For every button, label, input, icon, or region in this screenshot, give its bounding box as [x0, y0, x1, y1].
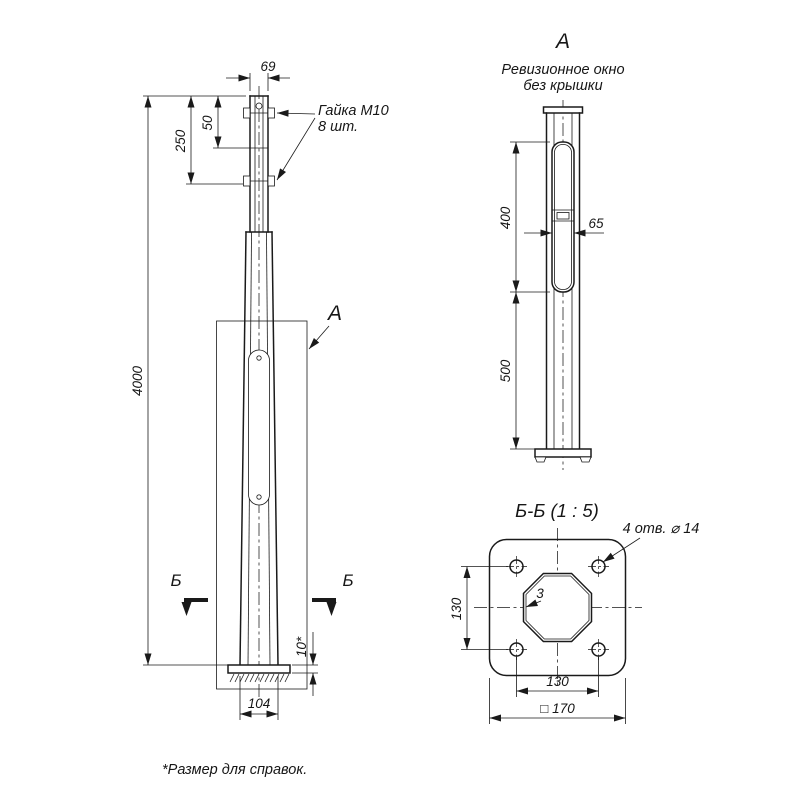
window-screw-bottom-icon	[256, 494, 262, 500]
dim-window-width-label: 65	[588, 216, 604, 231]
main-view: Гайка М10 8 шт. А Б Б	[130, 59, 389, 720]
dim-plate-size: □ 170	[489, 678, 626, 724]
base-plate-side	[227, 664, 291, 674]
section-bb: Б-Б (1 : 5) 4 отв.	[449, 500, 699, 724]
dim-hole-spacing-horizontal-label: 130	[546, 674, 569, 689]
dim-base-width: 104	[239, 676, 279, 720]
dim-nut-gap-label: 50	[200, 115, 215, 131]
detail-a-label: А	[326, 302, 342, 325]
bolt-holes	[506, 556, 609, 660]
dim-window-width: 65	[524, 216, 604, 237]
section-bb-title: Б-Б (1 : 5)	[515, 500, 599, 521]
revision-window	[248, 349, 270, 506]
section-label-left: Б	[170, 571, 181, 590]
nut-label-line2: 8 шт.	[318, 119, 358, 135]
section-arrow-right-icon	[326, 602, 337, 616]
window-screw-top-icon	[256, 355, 262, 361]
foundation-hatch	[229, 673, 290, 683]
top-bolt-icon	[255, 102, 263, 110]
view-a-top-cap	[542, 106, 584, 114]
section-arrow-left-icon	[181, 602, 192, 616]
dim-hole-spacing-vertical-label: 130	[449, 597, 464, 620]
nut-callout: Гайка М10 8 шт.	[276, 103, 389, 181]
dim-window-height: 400	[498, 141, 550, 293]
wall-thickness-callout: 3	[525, 586, 544, 608]
section-label-right: Б	[342, 571, 353, 590]
view-a-revision-window	[551, 141, 575, 293]
dim-window-offset: 500	[498, 292, 535, 450]
dim-plate-thickness: 10*	[292, 632, 318, 696]
dim-hole-spacing-horizontal: 130	[516, 657, 599, 697]
dim-total-height: 4000	[130, 96, 228, 666]
dim-nut-span: 250	[143, 95, 246, 185]
holes-callout: 4 отв. ⌀ 14	[602, 521, 700, 563]
dim-nut-span-label: 250	[173, 129, 188, 153]
view-a-title: А	[554, 30, 570, 53]
dim-plate-thickness-label: 10*	[294, 636, 309, 657]
holes-callout-label: 4 отв. ⌀ 14	[623, 521, 700, 537]
base-plate-section	[488, 538, 627, 677]
dim-base-width-label: 104	[248, 696, 271, 711]
view-a-base-plate	[534, 448, 592, 463]
view-a: А Ревизионное окно без крышки	[498, 30, 625, 470]
dim-total-height-label: 4000	[130, 365, 145, 396]
top-tube	[249, 95, 269, 233]
reference-footnote: *Размер для справок.	[162, 762, 307, 778]
section-cut-markers: Б Б	[170, 571, 354, 616]
detail-a-boundary	[216, 320, 308, 690]
dim-top-width: 69	[226, 59, 290, 91]
dim-nut-gap: 50	[200, 96, 250, 149]
dim-plate-size-label: □ 170	[540, 701, 575, 716]
view-a-subtitle-line2: без крышки	[523, 78, 602, 94]
dim-wall-thickness-label: 3	[536, 586, 544, 601]
detail-a-callout: А	[308, 302, 342, 350]
pole-cross-section	[522, 572, 593, 643]
window-latch-icon	[556, 212, 570, 220]
dim-hole-spacing-vertical: 130	[449, 566, 508, 650]
view-a-subtitle-line1: Ревизионное окно	[501, 62, 624, 78]
mounting-nuts	[243, 107, 275, 187]
dim-top-width-label: 69	[260, 59, 276, 74]
dim-window-offset-label: 500	[498, 359, 513, 382]
nut-label-line1: Гайка М10	[318, 103, 389, 119]
dim-window-height-label: 400	[498, 206, 513, 229]
